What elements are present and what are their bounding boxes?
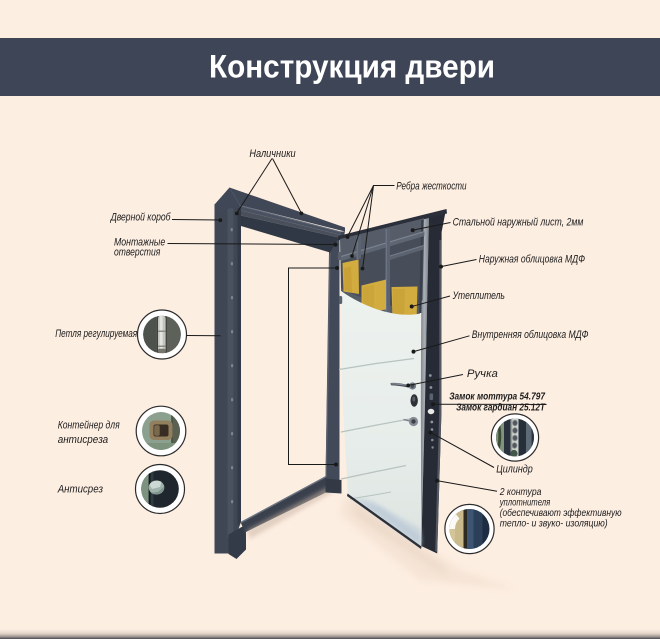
svg-text:Ручка: Ручка (467, 368, 498, 380)
svg-text:2 контура: 2 контура (499, 487, 542, 498)
svg-text:Дверной короб: Дверной короб (110, 212, 171, 224)
svg-text:Наличники: Наличники (249, 148, 295, 160)
svg-text:отверстия: отверстия (114, 247, 160, 259)
svg-text:Внутренняя облицовка МДФ: Внутренняя облицовка МДФ (472, 329, 589, 341)
svg-text:Петля регулируемая: Петля регулируемая (55, 328, 137, 340)
svg-text:Утеплитель: Утеплитель (452, 290, 505, 302)
svg-text:Контейнер для: Контейнер для (58, 420, 120, 432)
svg-text:Антисрез: Антисрез (57, 484, 103, 496)
svg-text:Наружная облицовка МДФ: Наружная облицовка МДФ (479, 254, 586, 266)
svg-text:Замок гардиан 25.12Т: Замок гардиан 25.12Т (456, 403, 546, 414)
svg-text:антисреза: антисреза (58, 434, 108, 446)
svg-text:Монтажные: Монтажные (114, 237, 165, 249)
svg-text:тепло- и звуко- изоляцию): тепло- и звуко- изоляцию) (500, 519, 608, 530)
svg-text:Стальной наружный лист, 2мм: Стальной наружный лист, 2мм (453, 217, 584, 229)
svg-text:Конструкция двери: Конструкция двери (209, 49, 495, 85)
svg-text:Замок моттура 54.797: Замок моттура 54.797 (449, 392, 546, 403)
svg-text:(обеспечивают эффективную: (обеспечивают эффективную (500, 507, 622, 519)
svg-text:Цилиндр: Цилиндр (496, 464, 533, 476)
svg-text:уплотнителя: уплотнителя (499, 498, 551, 509)
svg-text:Ребра жесткости: Ребра жесткости (396, 181, 466, 193)
